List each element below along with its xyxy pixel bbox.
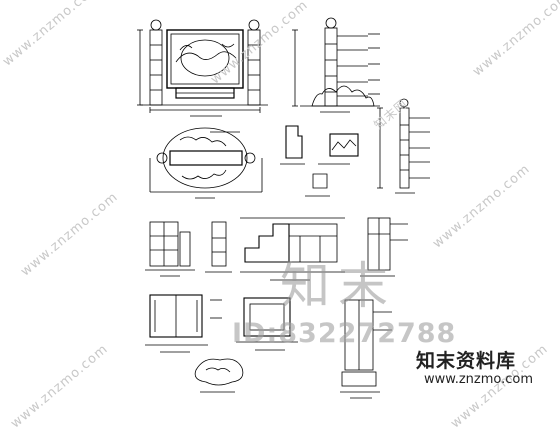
rockery-plan [194, 358, 244, 393]
gate-side-elevation [292, 17, 380, 113]
watermark-id: ID:832272788 [232, 318, 457, 349]
base-cabinet-elevation [236, 297, 298, 351]
column-section [340, 299, 392, 399]
pillar-ball-right [248, 19, 260, 31]
logo-url: www.znzmo.com [424, 372, 534, 387]
counter-elevation [240, 217, 345, 281]
section-details [280, 125, 359, 197]
gate-front-elevation [137, 19, 268, 117]
pillar-ball-left [150, 19, 162, 31]
wardrobe-elevation [145, 294, 222, 353]
logo-text: 知末资料库 [416, 350, 517, 372]
gate-plan-view [149, 127, 263, 199]
watermark-brand-glyphs: 知末 [280, 257, 396, 315]
pillar-detail [377, 98, 430, 194]
tall-cabinet-elevation [360, 217, 408, 277]
cabinet-elevations [145, 221, 232, 277]
